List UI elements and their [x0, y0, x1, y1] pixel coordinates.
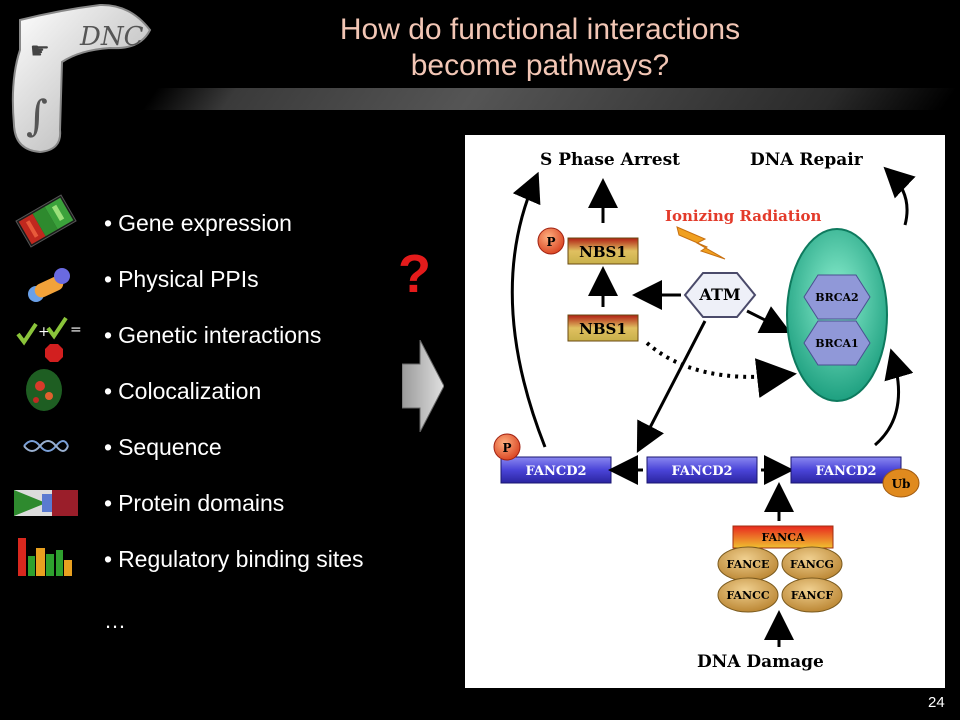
ionizing-radiation-label: Ionizing Radiation [665, 207, 822, 225]
sequence-logo-icon [18, 538, 72, 576]
title-line-1: How do functional interactions [339, 13, 741, 46]
fancc-node [717, 577, 779, 613]
svg-text:FANCD2: FANCD2 [525, 464, 586, 479]
bullet-sequence: •Sequence [104, 434, 222, 460]
svg-text:NBS1: NBS1 [579, 243, 627, 261]
atm-node [683, 272, 757, 318]
bullet-physical-ppis: •Physical PPIs [104, 266, 259, 292]
nbs1-bottom-node [567, 314, 639, 342]
brca2-node [803, 274, 871, 320]
svg-text:☛: ☛ [30, 39, 50, 64]
protein-domain-icon [14, 490, 78, 516]
svg-text:P: P [546, 235, 555, 249]
svg-text:+: + [38, 324, 50, 340]
title-underline-band [142, 88, 958, 110]
bullet-regulatory-binding-sites: •Regulatory binding sites [104, 546, 364, 572]
fancf-node [781, 577, 843, 613]
svg-text:DNC: DNC [79, 22, 144, 52]
svg-text:FANCC: FANCC [726, 589, 770, 602]
ellipsis: … [104, 608, 126, 633]
svg-text:ATM: ATM [698, 285, 740, 304]
svg-text:FANCD2: FANCD2 [671, 464, 732, 479]
svg-text:∫: ∫ [26, 91, 48, 140]
svg-text:FANCE: FANCE [727, 558, 770, 571]
fancd2-middle-node [646, 456, 758, 484]
svg-text:BRCA1: BRCA1 [815, 337, 858, 350]
svg-text:Ub: Ub [892, 477, 911, 491]
svg-text:P: P [502, 441, 511, 455]
bullet-protein-domains: •Protein domains [104, 490, 285, 516]
phospho-top-node [537, 227, 565, 255]
bullet-gene-expression: •Gene expression [104, 210, 292, 236]
svg-text:NBS1: NBS1 [579, 320, 627, 338]
svg-text:FANCG: FANCG [790, 558, 834, 571]
fancd2-right-node [790, 456, 902, 484]
microarray-icon [15, 194, 77, 248]
protein-interaction-icon [28, 268, 70, 302]
fancd2-left-node [500, 456, 612, 484]
genetic-interaction-icon: + = [16, 316, 82, 362]
page-number: 24 [928, 694, 945, 711]
svg-text:FANCF: FANCF [791, 589, 834, 602]
svg-text:FANCD2: FANCD2 [815, 464, 876, 479]
question-mark: ? [398, 244, 431, 304]
svg-text:BRCA2: BRCA2 [815, 291, 858, 304]
right-arrow-icon [402, 340, 444, 432]
colocalization-icon [26, 369, 62, 411]
pathway-diagram: S Phase Arrest DNA Repair Ionizing Radia… [465, 135, 945, 688]
dnc-logo: DNC ∫ ☛ [11, 3, 152, 154]
bullet-genetic-interactions: •Genetic interactions [104, 322, 322, 348]
phospho-bottom-node [493, 433, 521, 461]
ubiquitin-node [882, 468, 920, 498]
bullet-colocalization: •Colocalization [104, 378, 262, 404]
slide-title: How do functional interactions become pa… [230, 12, 850, 84]
title-line-2: become pathways? [410, 49, 670, 82]
svg-text:=: = [70, 322, 82, 338]
brca1-node [803, 320, 871, 366]
nbs1-top-node [567, 237, 639, 265]
dna-repair-label: DNA Repair [750, 150, 864, 170]
dna-icon [23, 440, 69, 452]
lightning-icon [676, 226, 726, 260]
s-phase-arrest-label: S Phase Arrest [540, 150, 680, 170]
svg-text:FANCA: FANCA [761, 531, 805, 544]
dna-damage-label: DNA Damage [697, 652, 824, 672]
fanca-node [732, 525, 834, 549]
